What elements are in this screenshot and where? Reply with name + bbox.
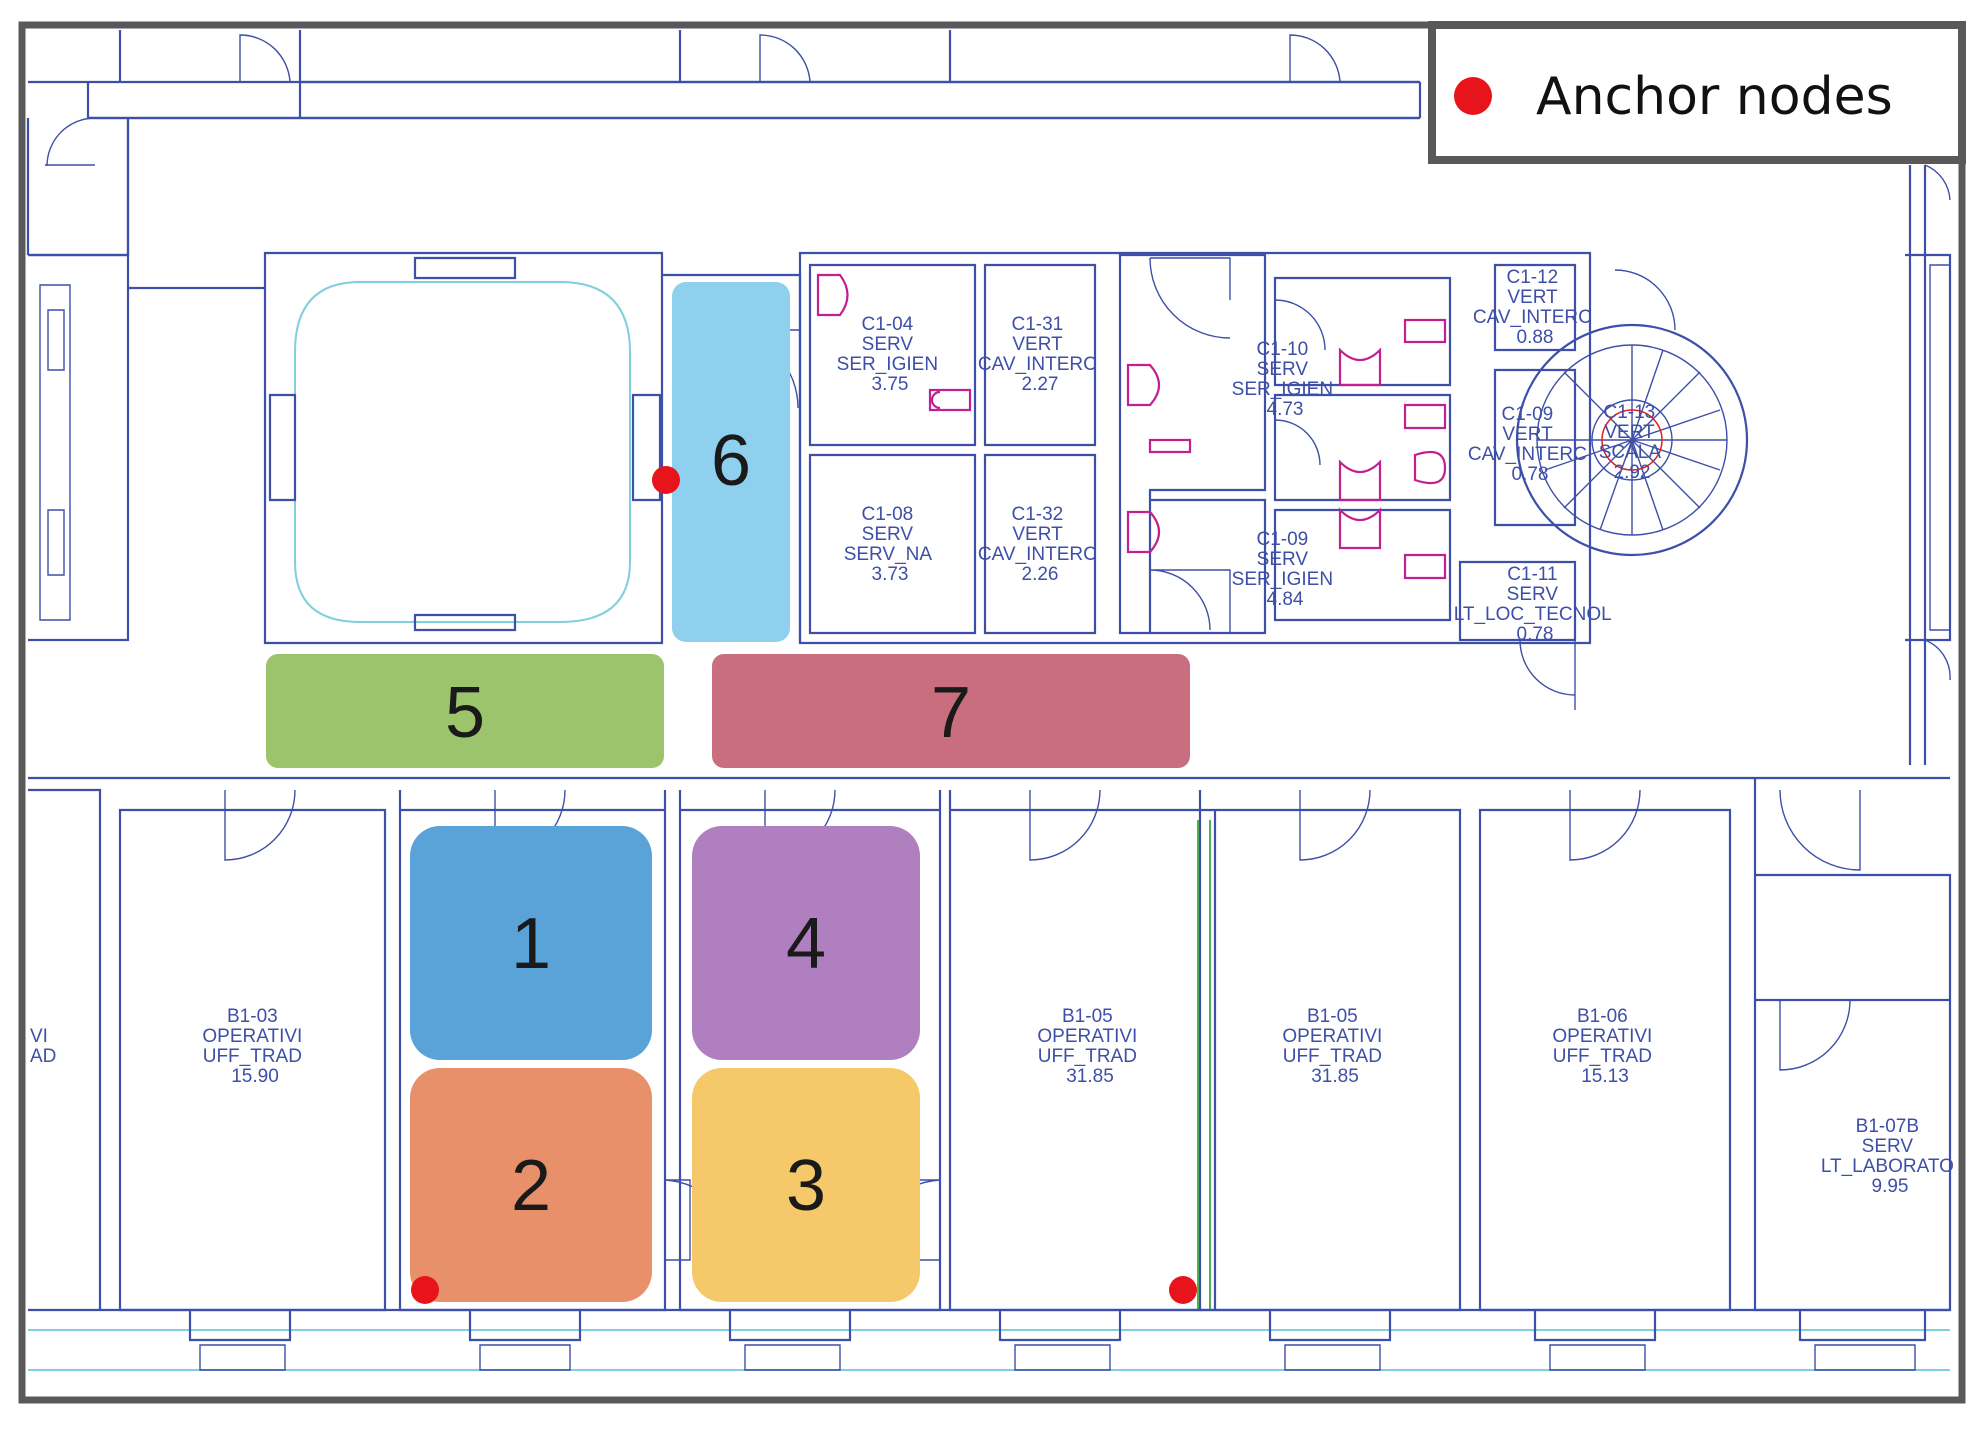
anchor-node (411, 1276, 439, 1304)
zone-1 (410, 826, 652, 1060)
zone-label-5: 5 (445, 673, 485, 753)
zones: 6 5 7 1 4 2 3 (266, 282, 1190, 1302)
room-label-c1-09: C1-09 SERV SER_IGIEN 4.84 (1232, 529, 1339, 610)
room-label-c1-08: C1-08 SERV SERV_NA 3.73 (844, 504, 937, 585)
walls (26, 30, 1952, 1371)
room-label-c1-10: C1-10 SERV SER_IGIEN 4.73 (1232, 339, 1339, 420)
zone-label-4: 4 (786, 904, 826, 984)
room-label-c1-31: C1-31 VERT CAV_INTERC 2.27 (978, 314, 1102, 395)
room-label-b1-06: B1-06 OPERATIVI UFF_TRAD 15.13 (1552, 1006, 1657, 1087)
zone-4 (692, 826, 920, 1060)
figure-frame (18, 21, 1966, 1404)
room-label-b1-05-left: B1-05 OPERATIVI UFF_TRAD 31.85 (1037, 1006, 1142, 1087)
room-label-c1-12: C1-12 VERT CAV_INTERC 0.88 (1473, 267, 1597, 348)
zone-6 (672, 282, 790, 642)
zone-7 (712, 654, 1190, 768)
room-label-c1-09-vert: C1-09 VERT CAV_INTERC 0.78 (1468, 404, 1592, 485)
room-label-c1-11: C1-11 SERV LT_LOC_TECNOL 0.78 (1454, 564, 1617, 645)
legend: Anchor nodes (1428, 21, 1968, 164)
anchor-nodes (411, 466, 1197, 1304)
room-label-b1-07b: B1-07B SERV LT_LABORATO 9.95 (1821, 1116, 1959, 1197)
zone-label-1: 1 (511, 904, 551, 984)
legend-label: Anchor nodes (1536, 67, 1893, 127)
room-labels: C1-04 SERV SER_IGIEN 3.75 C1-31 VERT CAV… (30, 267, 1959, 1197)
anchor-node (652, 466, 680, 494)
zone-2 (410, 1068, 652, 1302)
legend-marker (1454, 77, 1492, 115)
zone-5 (266, 654, 664, 768)
room-label-b1-05-right: B1-05 OPERATIVI UFF_TRAD 31.85 (1282, 1006, 1387, 1087)
zone-label-6: 6 (711, 421, 751, 501)
zone-label-2: 2 (511, 1146, 551, 1226)
sanitary-fixtures (816, 273, 1447, 580)
zone-3 (692, 1068, 920, 1302)
zone-label-7: 7 (931, 673, 971, 753)
room-label-left-edge: VI AD (30, 1026, 56, 1067)
room-label-c1-32: C1-32 VERT CAV_INTERC 2.26 (978, 504, 1102, 585)
room-label-b1-03: B1-03 OPERATIVI UFF_TRAD 15.90 (202, 1006, 307, 1087)
room-label-c1-04: C1-04 SERV SER_IGIEN 3.75 (837, 314, 944, 395)
zone-label-3: 3 (786, 1146, 826, 1226)
room-label-c1-13: C1-13 VERT SCALA 2.92 (1599, 402, 1666, 483)
anchor-node (1169, 1276, 1197, 1304)
